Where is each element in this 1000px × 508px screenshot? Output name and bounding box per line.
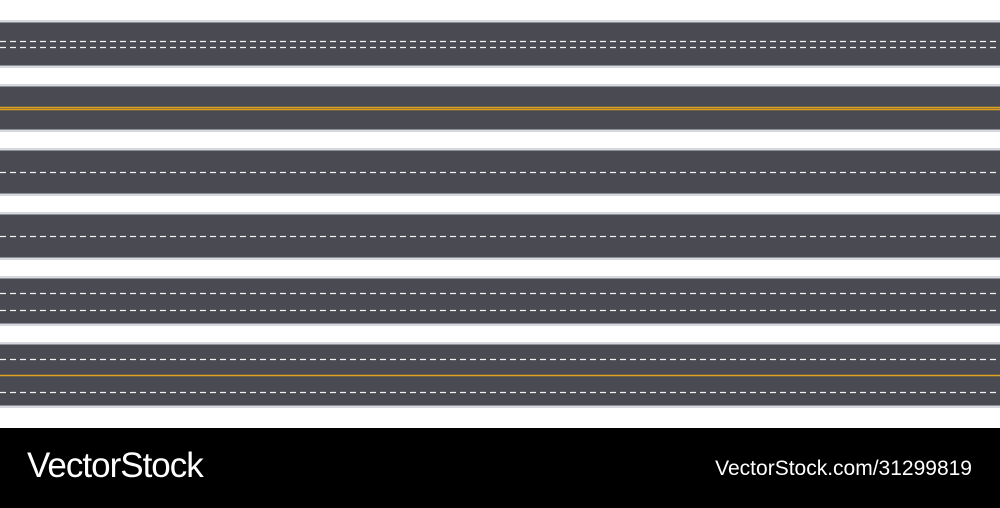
road-single-dashed-wide-graphic xyxy=(0,212,1000,260)
top-curb-dark xyxy=(0,344,1000,345)
top-curb-light xyxy=(0,84,1000,86)
road-double-yellow-center xyxy=(0,84,1000,132)
top-curb-dark xyxy=(0,150,1000,151)
road-set xyxy=(0,20,1000,408)
road-four-lane-yellow-divider xyxy=(0,342,1000,408)
bottom-curb-light xyxy=(0,130,1000,132)
road-single-dashed-two-lane-graphic xyxy=(0,148,1000,196)
bottom-curb-light xyxy=(0,258,1000,260)
bottom-curb-light xyxy=(0,406,1000,408)
bottom-curb-dark xyxy=(0,193,1000,194)
asphalt-surface xyxy=(0,20,1000,68)
bottom-curb-dark xyxy=(0,129,1000,130)
top-curb-light xyxy=(0,148,1000,150)
road-single-dashed-two-lane xyxy=(0,148,1000,196)
stock-id-text: VectorStock.com/31299819 xyxy=(715,457,972,480)
road-double-dashed-center xyxy=(0,20,1000,68)
bottom-curb-dark xyxy=(0,65,1000,66)
asphalt-surface xyxy=(0,276,1000,326)
road-single-dashed-wide xyxy=(0,212,1000,260)
bottom-curb-light xyxy=(0,324,1000,326)
road-double-yellow-center-graphic xyxy=(0,84,1000,132)
road-four-lane-yellow-divider-graphic xyxy=(0,342,1000,408)
bottom-curb-dark xyxy=(0,257,1000,258)
top-curb-light xyxy=(0,212,1000,214)
road-three-lane-dashed xyxy=(0,276,1000,326)
top-curb-light xyxy=(0,20,1000,22)
top-curb-light xyxy=(0,342,1000,344)
bottom-curb-dark xyxy=(0,405,1000,406)
brand-logo: VectorStock xyxy=(27,446,204,485)
bottom-curb-dark xyxy=(0,323,1000,324)
bottom-curb-light xyxy=(0,194,1000,196)
watermark-bar: VectorStock VectorStock.com/31299819 xyxy=(0,428,1000,508)
bottom-curb-light xyxy=(0,66,1000,68)
top-curb-dark xyxy=(0,214,1000,215)
road-double-dashed-center-graphic xyxy=(0,20,1000,68)
top-curb-dark xyxy=(0,22,1000,23)
top-curb-dark xyxy=(0,86,1000,87)
top-curb-dark xyxy=(0,278,1000,279)
top-curb-light xyxy=(0,276,1000,278)
road-three-lane-dashed-graphic xyxy=(0,276,1000,326)
